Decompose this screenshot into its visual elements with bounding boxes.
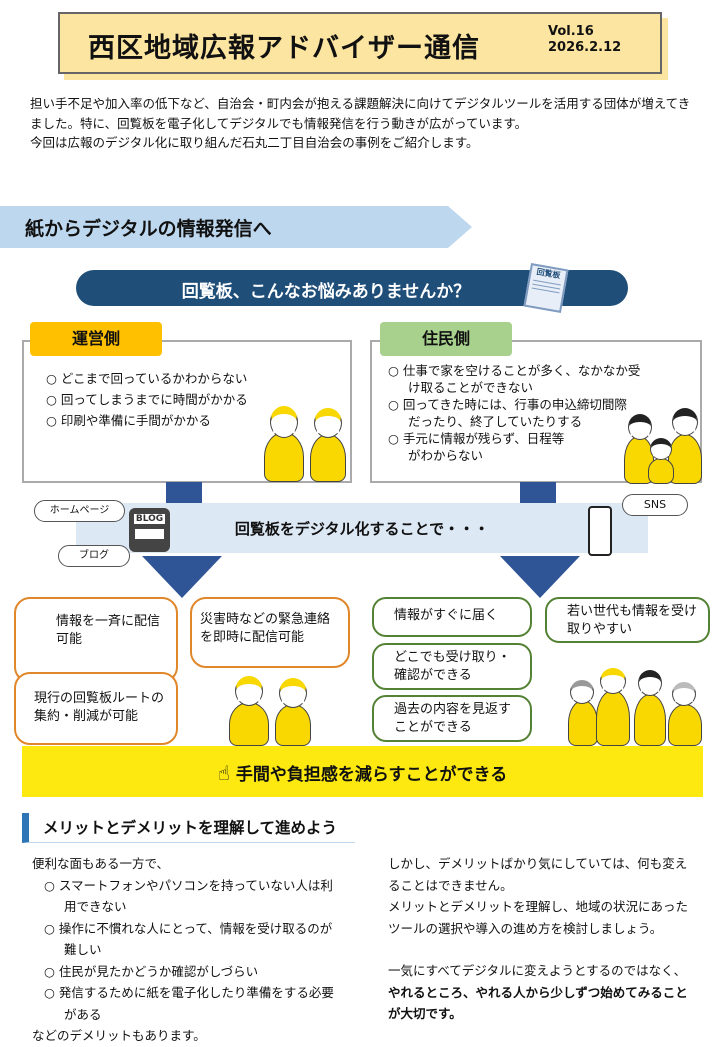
list-item: ○ 印刷や準備に手間がかかる xyxy=(46,413,211,428)
section-title: 紙からデジタルの情報発信へ xyxy=(25,218,272,240)
arrow-down-right-icon xyxy=(500,556,580,598)
worried-couple-illustration xyxy=(262,400,350,482)
list-item: ○ 仕事で家を空けることが多く、なかなか受け取ることができない xyxy=(388,363,641,395)
pointing-hand-icon: ☝ xyxy=(217,761,230,785)
list-item: ○ 回ってしまうまでに時間がかかる xyxy=(46,392,248,407)
circular-board-icon-label: 回覧板 xyxy=(535,267,562,281)
benefit-box: 災害時などの緊急連絡を即時に配信可能 xyxy=(190,597,350,668)
cheering-group-illustration xyxy=(560,660,710,746)
list-item: ○ 操作に不慣れな人にとって、情報を受け取るのが難しい xyxy=(44,920,333,958)
operator-tag: 運営側 xyxy=(30,322,162,356)
resident-issues: ○ 仕事で家を空けることが多く、なかなか受け取ることができない ○ 回ってきた時… xyxy=(388,362,648,464)
advice-column: しかし、デメリットばかり気にしていては、何も変えることはできません。 メリットと… xyxy=(388,853,698,1025)
conclusion-label: 手間や負担感を減らすことができる xyxy=(235,765,508,785)
demerits-column: 便利な面もある一方で、 ○ スマートフォンやパソコンを持っていない人は利用できな… xyxy=(32,853,352,1047)
connector-left xyxy=(166,482,202,504)
demerits-list: ○ スマートフォンやパソコンを持っていない人は利用できない ○ 操作に不慣れな人… xyxy=(32,875,342,1026)
worried-family-illustration xyxy=(624,406,704,484)
advice-paragraph: しかし、デメリットばかり気にしていては、何も変えることはできません。 xyxy=(388,856,688,893)
benefit-box: 情報を一斉に配信可能 xyxy=(14,597,178,683)
sns-bubble: SNS xyxy=(622,494,688,516)
list-item: ○ 発信するために紙を電子化したり準備をする必要がある xyxy=(44,985,334,1022)
intro-paragraph: 今回は広報のデジタル化に取り組んだ石丸二丁目自治会の事例をご紹介します。 xyxy=(30,135,479,150)
section2-heading: メリットとデメリットを理解して進めよう xyxy=(22,813,355,843)
blog-icon-label: BLOG xyxy=(133,514,166,524)
conclusion-text: ☝ 手間や負担感を減らすことができる xyxy=(22,760,703,785)
title-box xyxy=(58,12,662,74)
intro-paragraph: 担い手不足や加入率の低下など、自治会・町内会が抱える課題解決に向けてデジタルツー… xyxy=(30,96,691,131)
list-item: ○ スマートフォンやパソコンを持っていない人は利用できない xyxy=(44,877,333,915)
section-banner xyxy=(0,206,472,248)
smartphone-icon xyxy=(588,506,612,556)
advice-text: 一気にすべてデジタルに変えようとするのではなく、 xyxy=(388,963,687,978)
benefit-box: 情報がすぐに届く xyxy=(372,597,532,637)
advice-paragraph: 一気にすべてデジタルに変えようとするのではなく、やれるところ、やれる人から少しず… xyxy=(388,960,698,1025)
demerits-intro: 便利な面もある一方で、 xyxy=(32,856,170,871)
issue-date: 2026.2.12 xyxy=(548,40,622,55)
list-item: ○ どこまで回っているかわからない xyxy=(46,371,248,386)
advice-emphasis: やれるところ、やれる人から少しずつ始めてみることが大切です。 xyxy=(388,984,688,1022)
question-text: 回覧板、こんなお悩みありませんか？ xyxy=(181,282,471,302)
homepage-bubble: ホームページ xyxy=(34,500,125,522)
circular-board-icon: 回覧板 xyxy=(523,263,569,313)
blog-icon: BLOG xyxy=(129,508,170,552)
demerits-outro: などのデメリットもあります。 xyxy=(32,1028,206,1043)
benefit-box: 現行の回覧板ルートの集約・削減が可能 xyxy=(14,672,178,745)
digital-text: 回覧板をデジタル化することで・・・ xyxy=(234,520,490,538)
connector-right xyxy=(520,482,556,504)
list-item: ○ 手元に情報が残らず、日程等がわからない xyxy=(388,431,565,463)
benefit-box: 過去の内容を見返すことができる xyxy=(372,695,532,742)
resident-tag: 住民側 xyxy=(380,322,512,356)
benefit-box: どこでも受け取り・確認ができる xyxy=(372,643,532,690)
operator-issues: ○ どこまで回っているかわからない ○ 回ってしまうまでに時間がかかる ○ 印刷… xyxy=(46,368,276,431)
conclusion-banner xyxy=(22,746,703,797)
digital-band xyxy=(76,503,648,553)
newsletter-title: 西区地域広報アドバイザー通信 xyxy=(88,33,480,64)
blog-bubble: ブログ xyxy=(58,545,130,567)
benefit-box: 若い世代も情報を受け取りやすい xyxy=(545,597,710,643)
list-item: ○ 回ってきた時には、行事の申込締切間際だったり、終了していたりする xyxy=(388,397,627,429)
advice-paragraph: メリットとデメリットを理解し、地域の状況にあったツールの選択や導入の進め方を検討… xyxy=(388,899,689,936)
happy-couple-illustration xyxy=(225,672,317,746)
arrow-down-left-icon xyxy=(142,556,222,598)
volume: Vol.16 xyxy=(548,24,594,39)
list-item: ○ 住民が見たかどうか確認がしづらい xyxy=(44,963,259,979)
intro-text: 担い手不足や加入率の低下など、自治会・町内会が抱える課題解決に向けてデジタルツー… xyxy=(30,94,700,153)
